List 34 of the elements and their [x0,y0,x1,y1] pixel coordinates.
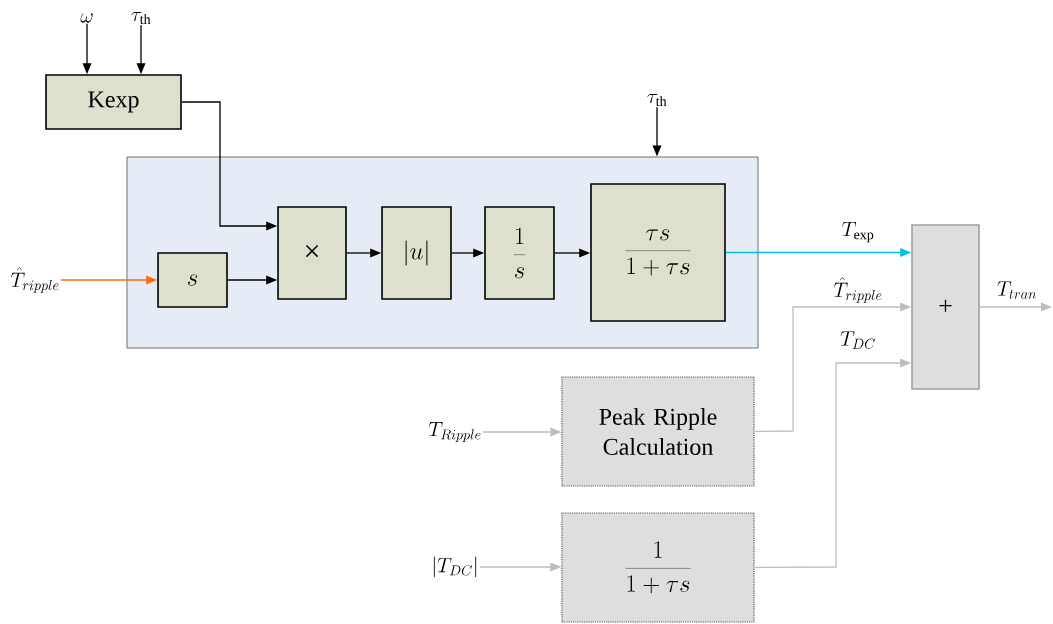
arrow [136,24,146,75]
arrow [753,358,912,569]
multiplier-box: × [277,206,347,300]
arrow [482,427,562,437]
edge-label: $T_{DC}$ [839,330,877,350]
block-box: $\frac{1}{s}$ [484,206,555,300]
arrow [725,248,912,257]
input-label: $\hat{T}_{ripple}$ [10,267,59,293]
edge-label: $\hat{T}_{ripple}$ [832,276,884,304]
arrow [753,302,912,433]
sum-box: + [911,224,980,390]
arrow [60,275,158,285]
input-label: $\tau_{\mathrm{th}}$ [131,11,151,25]
block-box: Kexp [45,74,182,130]
block-box: $s$ [157,252,228,308]
arrow [82,23,92,75]
block-box: $\left|u\right|$ [381,206,452,300]
filter-box: $\frac{1}{1+\tau s}$ [561,512,755,623]
arrow [979,302,1052,312]
edge-label: $T_{\exp}$ [840,220,876,244]
input-label: $T_{Ripple}$ [428,422,481,443]
input-label: $\omega$ [80,13,93,23]
arrow [652,106,662,157]
arrow [346,248,382,258]
input-label: $\tau_{\mathrm{th}}$ [647,93,667,107]
block-box: Peak Ripple Calculation [561,376,755,487]
arrow [554,248,591,258]
filter-box: $\frac{\tau s}{1+\tau s}$ [590,183,726,322]
arrow [227,275,278,285]
arrow [479,562,562,572]
arrow [451,248,485,258]
edge-label: $T_{tran}$ [995,280,1039,300]
arrow [181,101,278,231]
input-label: $\left|T_{DC}\right|$ [433,556,477,578]
